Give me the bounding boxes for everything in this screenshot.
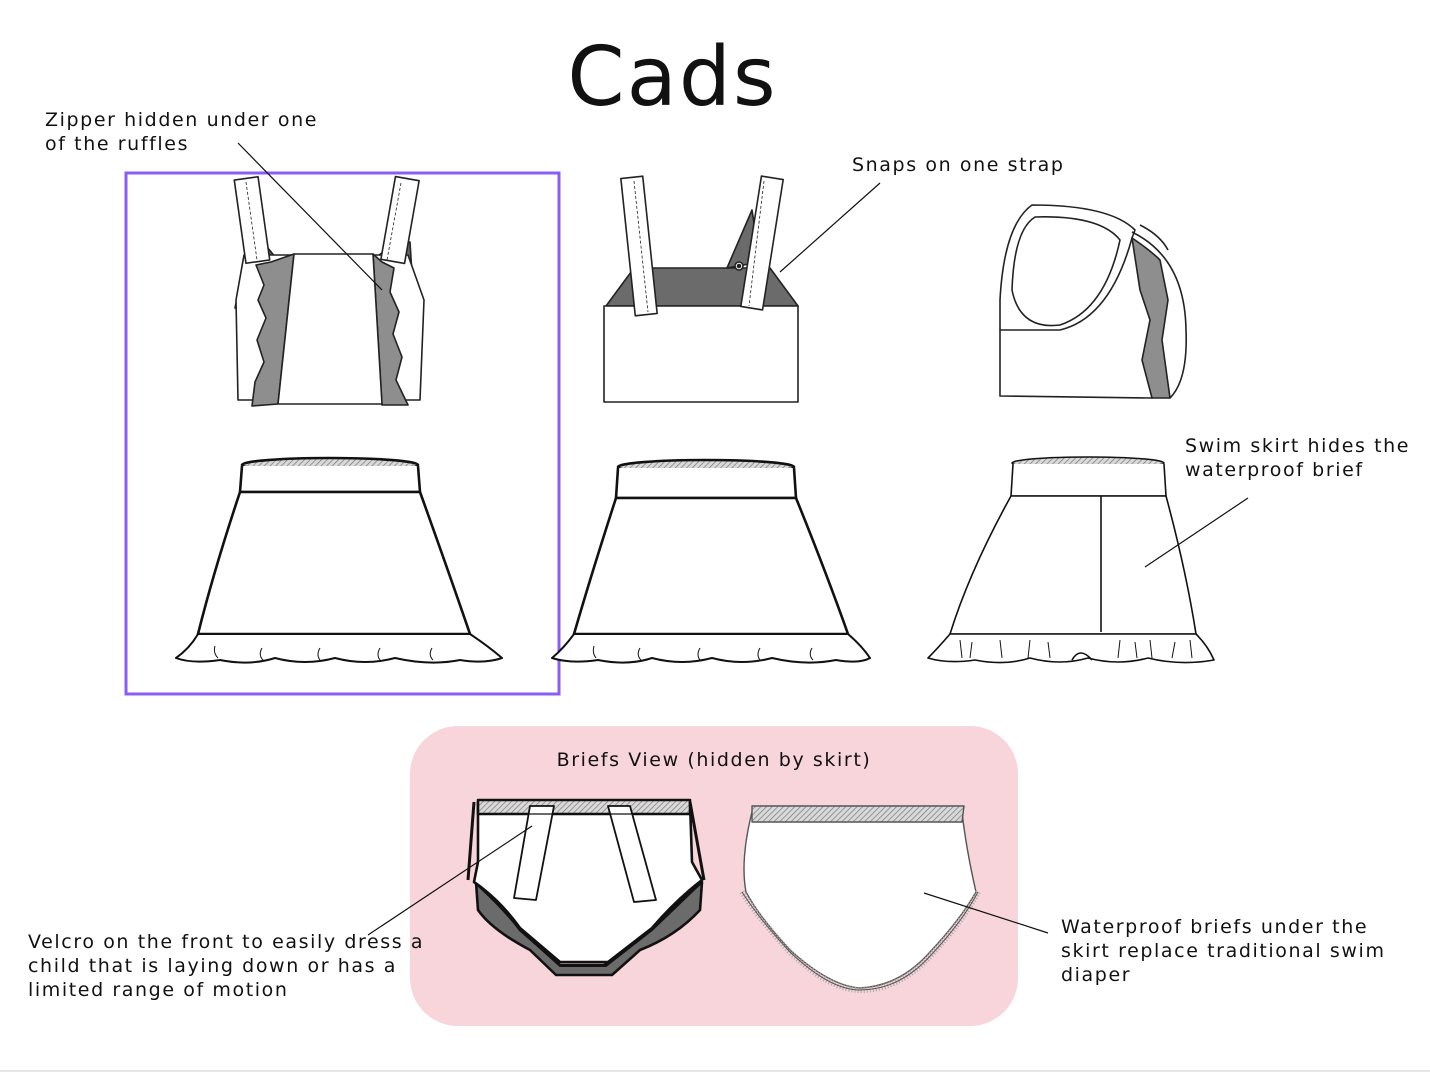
page-divider <box>0 1070 1430 1072</box>
top-back-view <box>603 175 799 403</box>
top-front-view <box>233 175 425 407</box>
briefs-back-view <box>739 805 981 993</box>
swim-skirt-annotation: Swim skirt hides the waterproof brief <box>1185 435 1411 481</box>
skirt-side-view <box>927 456 1215 664</box>
selection-box[interactable] <box>124 171 561 696</box>
velcro-annotation: Velcro on the front to easily dress a ch… <box>28 931 425 1001</box>
skirt-front-view <box>175 456 503 664</box>
skirt-back-view <box>551 458 871 664</box>
snaps-annotation: Snaps on one strap <box>852 154 1065 176</box>
briefs-panel-title: Briefs View (hidden by skirt) <box>556 749 872 771</box>
briefs-front-view <box>466 798 706 977</box>
top-side-view <box>999 204 1187 399</box>
zipper-annotation: Zipper hidden under one of the ruffles <box>45 109 319 155</box>
page-title: Cads <box>567 30 778 125</box>
leader-lines <box>237 142 1249 936</box>
waterproof-annotation: Waterproof briefs under the skirt replac… <box>1061 916 1386 986</box>
